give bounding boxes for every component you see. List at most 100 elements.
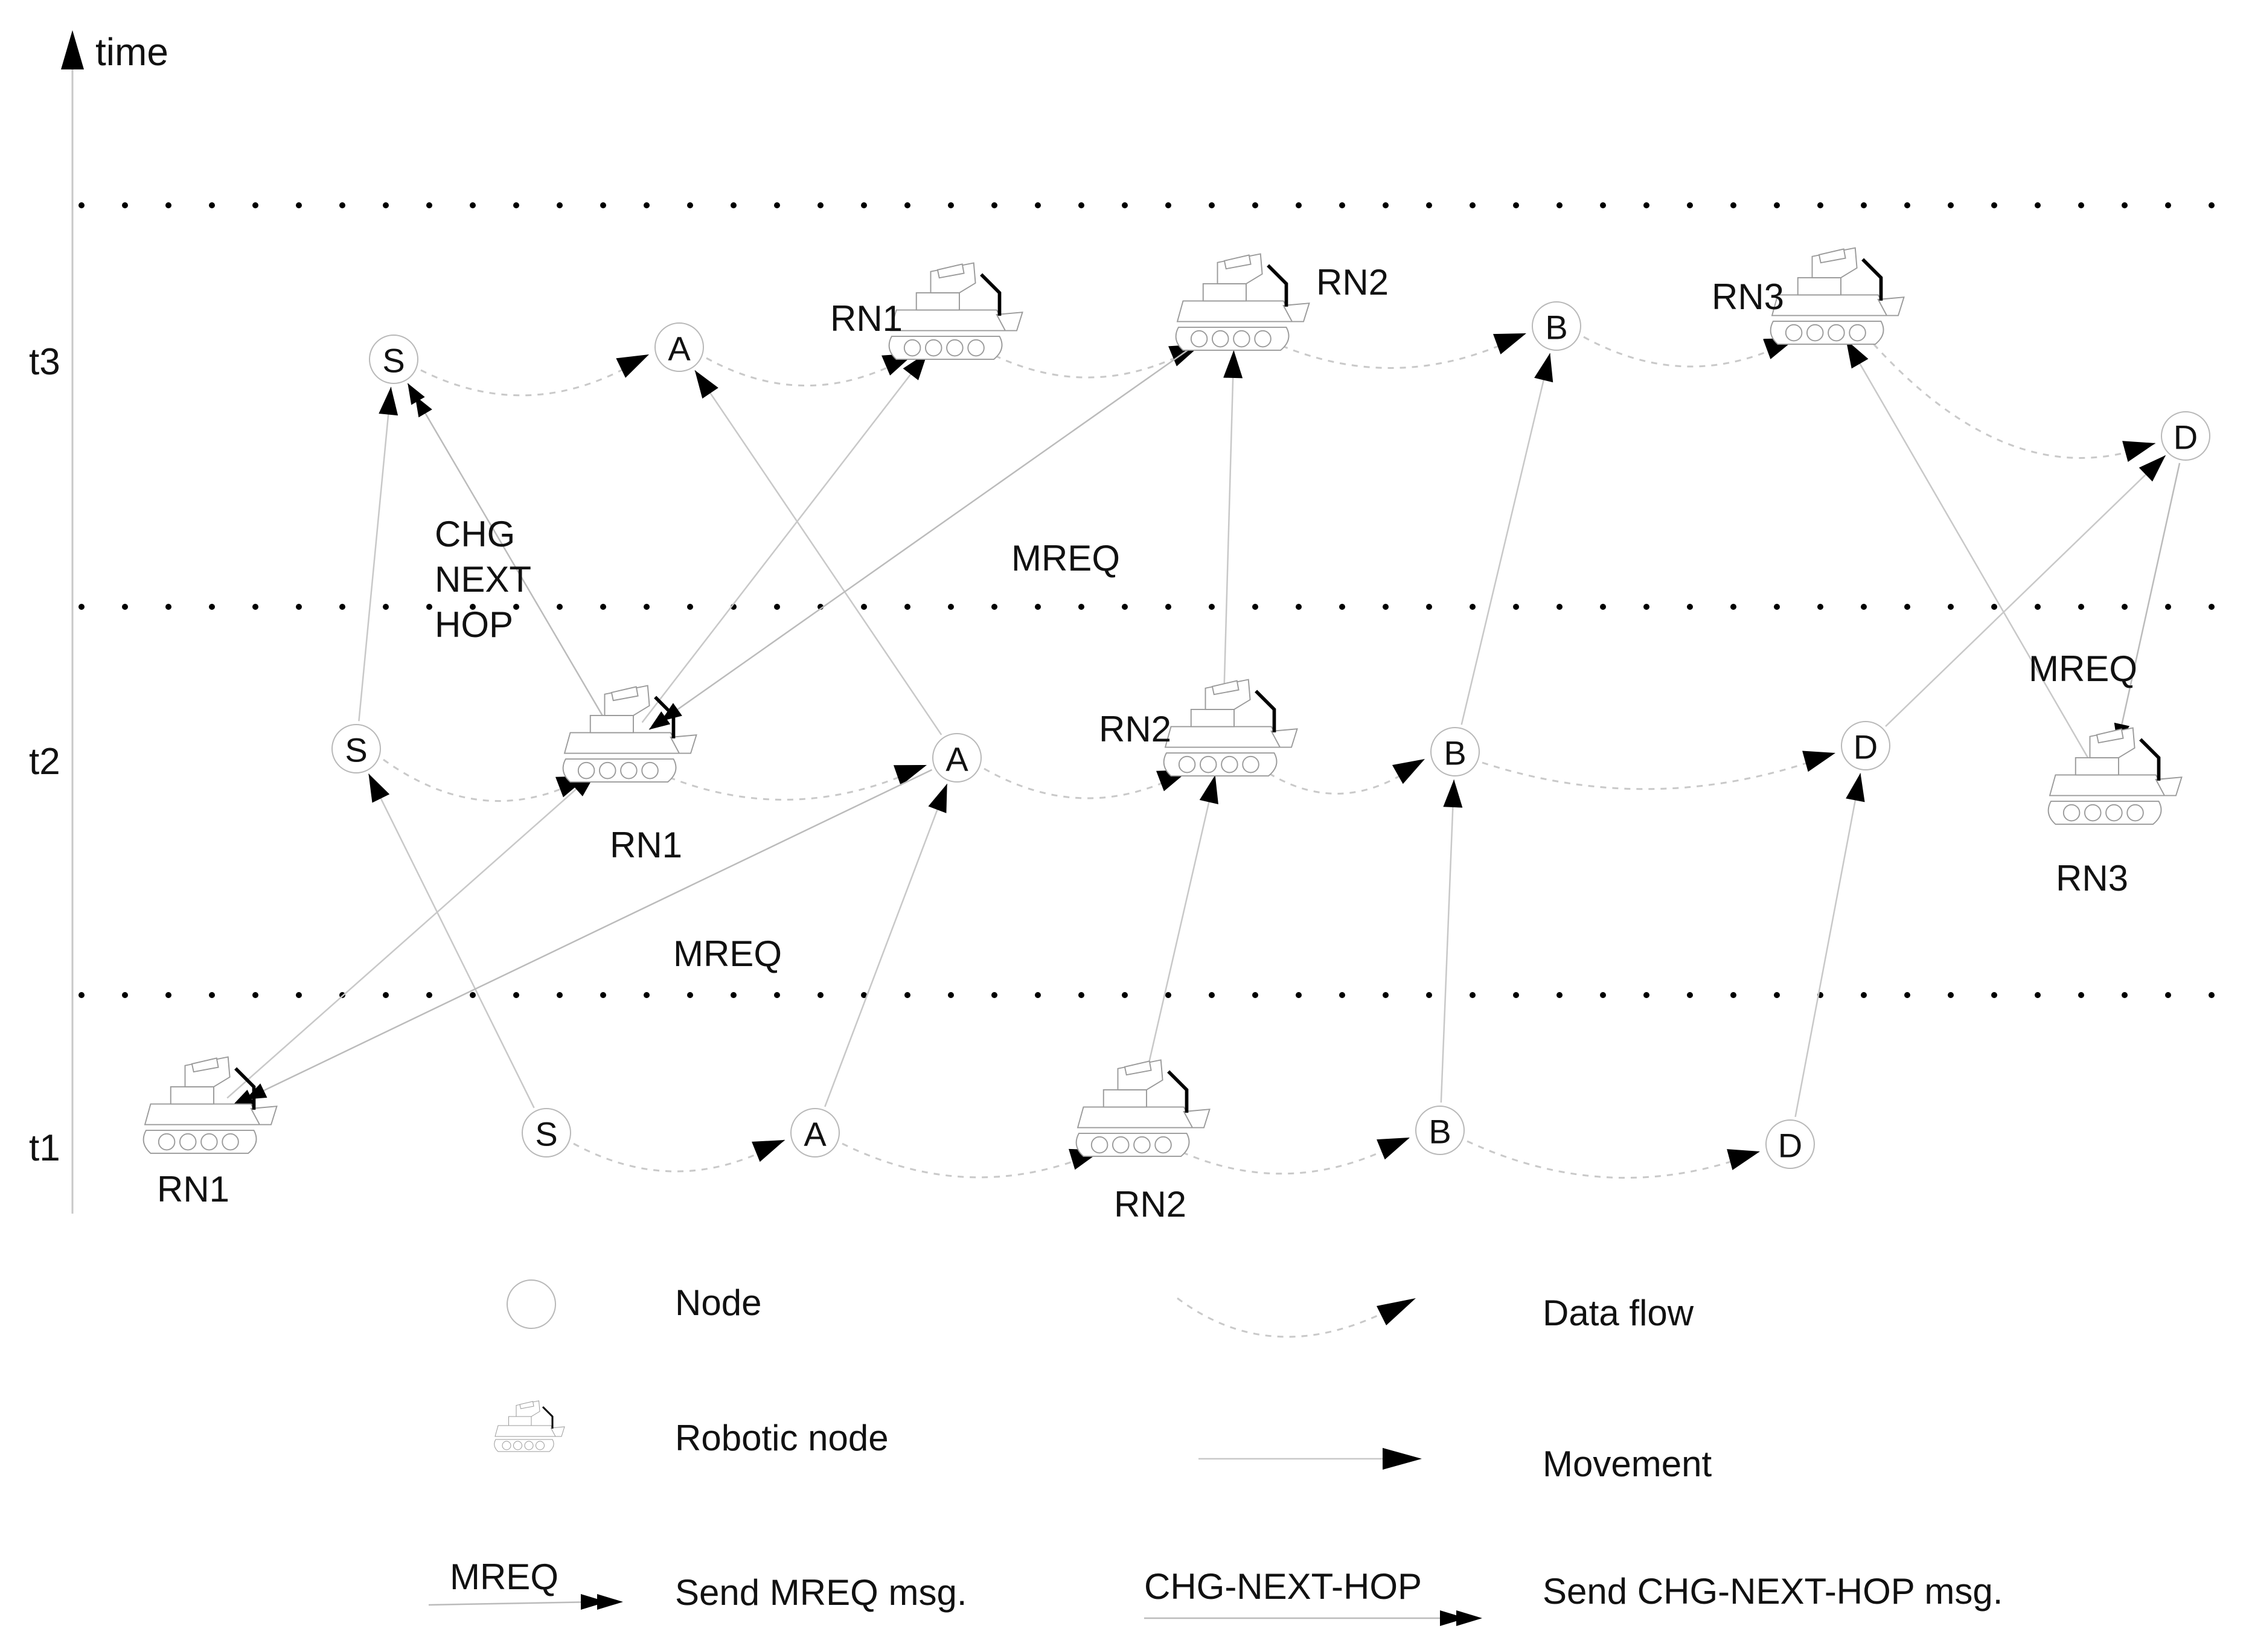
movement-line <box>1885 455 2166 727</box>
movement-layer <box>226 339 2166 1118</box>
robot-label: RN1 <box>830 298 903 339</box>
movement-line <box>641 351 929 723</box>
data-flow-curve <box>573 1139 785 1173</box>
robot-t3-rn1 <box>889 263 1023 360</box>
robot-t2-rn1 <box>563 686 697 783</box>
robot-label: RN1 <box>610 825 682 865</box>
robot-icon <box>1164 680 1297 776</box>
node-circle <box>1765 1119 1815 1169</box>
node-circle <box>1532 301 1581 351</box>
node-label: A <box>668 330 691 368</box>
movement-arrow <box>1846 773 1865 802</box>
robot-label: RN3 <box>2056 858 2128 898</box>
robot-label: RN2 <box>1099 709 1171 749</box>
legend-robot-label: Robotic node <box>675 1418 889 1458</box>
legend-chg-arrow-2 <box>1456 1610 1482 1626</box>
movement-arrow <box>1223 350 1243 379</box>
mreq-label-t2-t3: MREQ <box>1011 538 1120 578</box>
robot-label: RN2 <box>1316 262 1389 303</box>
movement-line <box>1223 350 1235 710</box>
robot-t1-rn2 <box>1077 1060 1210 1157</box>
legend-movement-arrow <box>1383 1448 1422 1470</box>
node-t2-a: A <box>932 733 982 783</box>
chg-label-line3: HOP <box>435 604 513 645</box>
node-label: S <box>345 731 367 769</box>
movement-line <box>1794 772 1861 1118</box>
legend-data-flow-label: Data flow <box>1543 1293 1694 1333</box>
node-t1-s: S <box>522 1108 571 1157</box>
legend-node-label: Node <box>675 1282 761 1323</box>
node-circle <box>1415 1106 1465 1155</box>
robot-t3-rn2 <box>1176 254 1310 351</box>
robot-icon <box>563 686 697 783</box>
node-label: B <box>1444 734 1466 772</box>
robot-icon <box>889 263 1023 360</box>
movement-arrow <box>1443 779 1463 808</box>
node-t3-d: D <box>2161 411 2210 461</box>
data-flow-arrow <box>1392 759 1425 784</box>
time-axis-label: time <box>95 30 168 74</box>
data-flow-layer <box>383 332 2156 1179</box>
node-label: D <box>1778 1127 1802 1165</box>
movement-arrow <box>2139 455 2166 482</box>
legend-mreq-desc: Send MREQ msg. <box>675 1572 967 1613</box>
node-t1-d: D <box>1765 1119 1815 1169</box>
mreq-message-line <box>2113 463 2181 759</box>
data-flow-curve <box>1482 752 1836 790</box>
data-flow-curve <box>984 343 1202 379</box>
legend-robot-icon <box>493 1400 566 1453</box>
robot-icon <box>1176 254 1310 351</box>
node-label: B <box>1428 1113 1451 1151</box>
data-flow-arrow <box>1492 333 1526 354</box>
robot-icon <box>2049 728 2182 825</box>
mreq-message-arrow <box>232 1089 254 1106</box>
data-flow-arrow <box>616 354 649 378</box>
node-label: S <box>382 342 405 380</box>
data-flow-curve <box>420 353 650 397</box>
legend-mreq-line <box>428 1601 595 1606</box>
node-label: A <box>804 1115 827 1153</box>
node-t1-a: A <box>790 1108 840 1157</box>
node-t3-b: B <box>1532 301 1581 351</box>
legend-mreq-arrow-1 <box>581 1594 607 1610</box>
node-t3-a: A <box>654 322 704 372</box>
data-flow-curve <box>706 352 915 386</box>
legend-data-flow-arrow <box>1377 1298 1416 1325</box>
legend-chg-desc: Send CHG-NEXT-HOP msg. <box>1543 1571 2003 1612</box>
node-label: D <box>2174 418 2198 456</box>
time-label-t2: t2 <box>29 741 60 783</box>
chg-label-line1: CHG <box>435 514 515 554</box>
legend: Node Robotic node Data flow Movement MRE… <box>428 1279 2003 1626</box>
time-label-t3: t3 <box>29 341 60 383</box>
data-flow-curve <box>842 1142 1102 1179</box>
movement-line <box>1845 339 2091 763</box>
data-flow-curve <box>1258 758 1425 795</box>
robot-t2-rn2 <box>1164 680 1297 776</box>
movement-arrow <box>379 386 398 416</box>
node-t2-s: S <box>331 724 381 773</box>
node-circle <box>2161 411 2210 461</box>
node-circle <box>932 733 982 783</box>
legend-movement-label: Movement <box>1543 1444 1712 1484</box>
legend-mreq-tag: MREQ <box>450 1557 558 1597</box>
data-flow-arrow <box>752 1140 785 1162</box>
data-flow-curve <box>1270 332 1527 369</box>
chg-message-line <box>407 383 606 721</box>
movement-line <box>1142 775 1216 1091</box>
data-flow-curve <box>1583 336 1797 368</box>
time-axis-arrow <box>61 30 84 69</box>
node-label: S <box>535 1115 557 1153</box>
node-label: A <box>945 740 968 778</box>
mreq-message-line <box>232 769 933 1107</box>
movement-arrow <box>928 784 947 813</box>
mreq-label-t1-t2: MREQ <box>673 933 782 974</box>
legend-mreq-arrow-2 <box>597 1594 623 1610</box>
node-t2-b: B <box>1430 727 1480 776</box>
legend-chg-arrow-1 <box>1440 1610 1466 1626</box>
movement-line <box>824 783 948 1107</box>
movement-line <box>368 773 535 1109</box>
robot-t2-rn3 <box>2049 728 2182 825</box>
robot-icon <box>1771 248 1904 345</box>
movement-line <box>694 370 942 735</box>
legend-chg-tag: CHG-NEXT-HOP <box>1144 1566 1422 1607</box>
